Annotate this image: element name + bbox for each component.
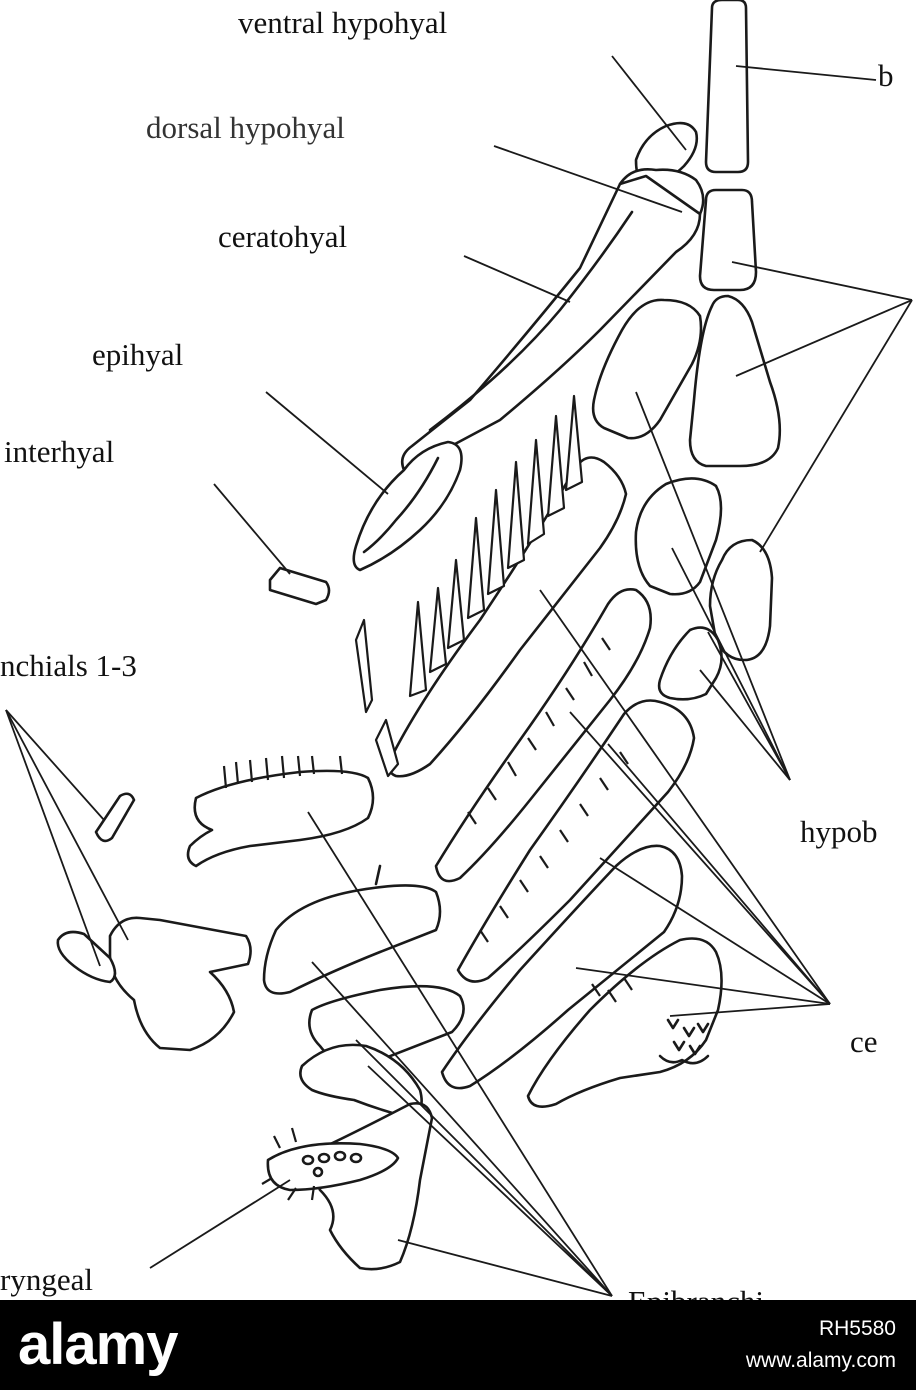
label-epihyal: epihyal [92,337,183,372]
epihyal-inner-line [362,456,440,554]
branchial-left-body [108,916,252,1052]
watermark-footer: alamy RH5580 www.alamy.com [0,1300,916,1390]
epibranchial-1 [186,769,375,868]
ceratohyal-inner-line [428,210,634,432]
ceratobranchial-5-teeth [658,1018,710,1065]
label-ceratobranchials: ce [850,1024,878,1059]
epibranchial-1-marks [222,755,382,886]
basibranchial-2 [688,294,782,468]
hypobranchial-3 [657,626,723,701]
label-ventral-hypohyal: ventral hypohyal [238,5,447,40]
ceratobranchial-ticks [467,637,633,1003]
label-ceratohyal: ceratohyal [218,219,347,254]
epibranchial-2 [262,884,442,995]
label-branchials: nchials 1-3 [0,648,137,683]
ceratobranchial-1 [387,456,628,778]
site-url-text: www.alamy.com [745,1349,896,1372]
specimen-figure: ventral hypohyal dorsal hypohyal ceratoh… [0,0,913,1300]
basihyal [704,0,750,174]
label-dorsal-hypohyal: dorsal hypohyal [146,110,345,145]
hyoid-branchial-diagram: ventral hypohyal dorsal hypohyal ceratoh… [0,0,913,1300]
branchial-small-rod [94,792,136,843]
hypobranchial-1 [591,298,703,440]
branchial-left-tip [56,930,117,984]
basibranchial-3 [708,538,774,662]
image-id-text: RH5580 [818,1317,896,1340]
ceratobranchial-3 [456,699,696,983]
hypobranchial-2 [634,477,723,596]
epibranchial-3 [308,984,465,1064]
interhyal [268,566,331,606]
label-epibranchials: Epibranchi [628,1284,764,1300]
label-hypobranchials: hypob [800,814,878,849]
basibranchial-1 [698,188,758,292]
alamy-logo: alamy [18,1312,178,1377]
pharyngeal-teeth [261,1127,363,1201]
label-pharyngeal: ryngeal [0,1262,93,1297]
label-interhyal: interhyal [4,434,114,469]
ceratobranchial-5 [526,937,723,1108]
ceratobranchial-2 [434,588,652,883]
label-right-edge-top: b [878,58,894,93]
leader-lines [5,55,913,1297]
pharyngeal-tooth-plate [266,1142,400,1192]
gill-rakers [354,394,584,778]
ceratobranchial-4 [440,844,684,1090]
